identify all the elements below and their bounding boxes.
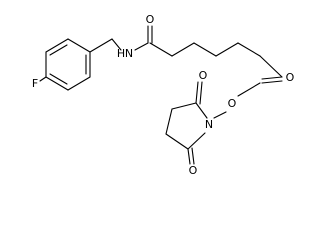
imide-top-oxygen-label: O	[199, 69, 208, 82]
ester-c-o-double-bond	[261, 76, 283, 80]
n-to-carbonyl-bond	[134, 42, 149, 51]
ring-bond	[165, 108, 173, 135]
fluorophenyl-ring	[39, 38, 91, 91]
amide-nitrogen-label: N	[125, 47, 133, 60]
ring-bond	[67, 38, 91, 53]
c-f-bond	[39, 76, 47, 82]
chain-bond	[237, 42, 261, 57]
ester-oxygen-label: O	[228, 97, 237, 110]
ch2-to-n-bond	[111, 38, 122, 51]
chain-bond	[193, 42, 217, 57]
chain-bond	[171, 42, 195, 57]
chain-bond	[149, 42, 173, 57]
ester-carbonyl-oxygen-label: O	[286, 71, 295, 84]
carbonyl-to-ester-oxygen-bond	[237, 82, 261, 97]
benzyl-amide-linker	[89, 25, 153, 53]
imide-c-o-double-bond-top	[199, 81, 203, 105]
fluorine-atom-label: F	[32, 77, 38, 90]
chain-bond	[215, 42, 239, 57]
ring-bond	[187, 132, 206, 150]
alkyl-chain	[149, 42, 283, 78]
ring-bond	[45, 38, 69, 53]
amide-hydrogen-label: H	[117, 47, 125, 60]
ester-oxygen-to-n-bond	[213, 111, 227, 119]
chemical-structure-diagram: F H N O O O N O O	[32, 13, 295, 177]
ring-bond	[67, 76, 91, 91]
amide-oxygen-label: O	[146, 13, 155, 26]
imide-bottom-oxygen-label: O	[189, 164, 198, 177]
imide-c-o-double-bond-bottom	[191, 147, 195, 165]
ring-to-ch2-bond	[89, 38, 113, 53]
ring-bond	[45, 76, 69, 91]
imide-c-o-double-bond-bottom	[187, 148, 191, 165]
ring-bond	[165, 133, 189, 150]
succinimide-ring	[165, 81, 208, 165]
nhs-ester-linkage	[213, 76, 283, 119]
chain-bond	[259, 55, 283, 78]
ring-bond	[171, 102, 197, 110]
imide-nitrogen-label: N	[205, 118, 213, 131]
ring-double-bond	[49, 44, 68, 56]
ester-c-o-double-bond-inner	[261, 80, 283, 84]
ring-bond	[195, 102, 208, 119]
imide-c-o-double-bond-top	[195, 81, 199, 104]
ring-double-bond	[49, 73, 68, 85]
